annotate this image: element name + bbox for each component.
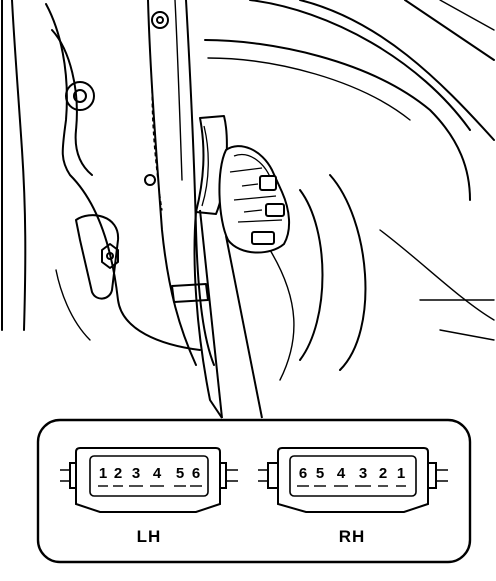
lh-pin-label: 4	[153, 465, 162, 482]
lh-pin-label: 6	[192, 465, 200, 482]
lh-pin-label: 1	[99, 465, 107, 482]
rh-pin-labels: 6 5 4 3 2 1	[299, 465, 405, 482]
callout-leader	[193, 209, 263, 419]
rh-pin-label: 5	[316, 465, 324, 482]
lh-connector	[60, 447, 238, 513]
lh-pin-label: 2	[114, 465, 122, 482]
rh-pin-label: 3	[359, 465, 367, 482]
rh-connector	[258, 447, 448, 513]
door-component	[195, 115, 290, 254]
rh-side-label: RH	[339, 527, 366, 546]
rh-pin-label: 1	[397, 465, 405, 482]
lh-side-label: LH	[137, 527, 162, 546]
rh-pin-label: 4	[337, 465, 346, 482]
rh-pin-label: 6	[299, 465, 307, 482]
lh-pin-label: 3	[132, 465, 140, 482]
lh-pin-label: 5	[176, 465, 184, 482]
lh-pin-labels: 1 2 3 4 5 6	[99, 465, 200, 482]
rh-pin-label: 2	[379, 465, 387, 482]
